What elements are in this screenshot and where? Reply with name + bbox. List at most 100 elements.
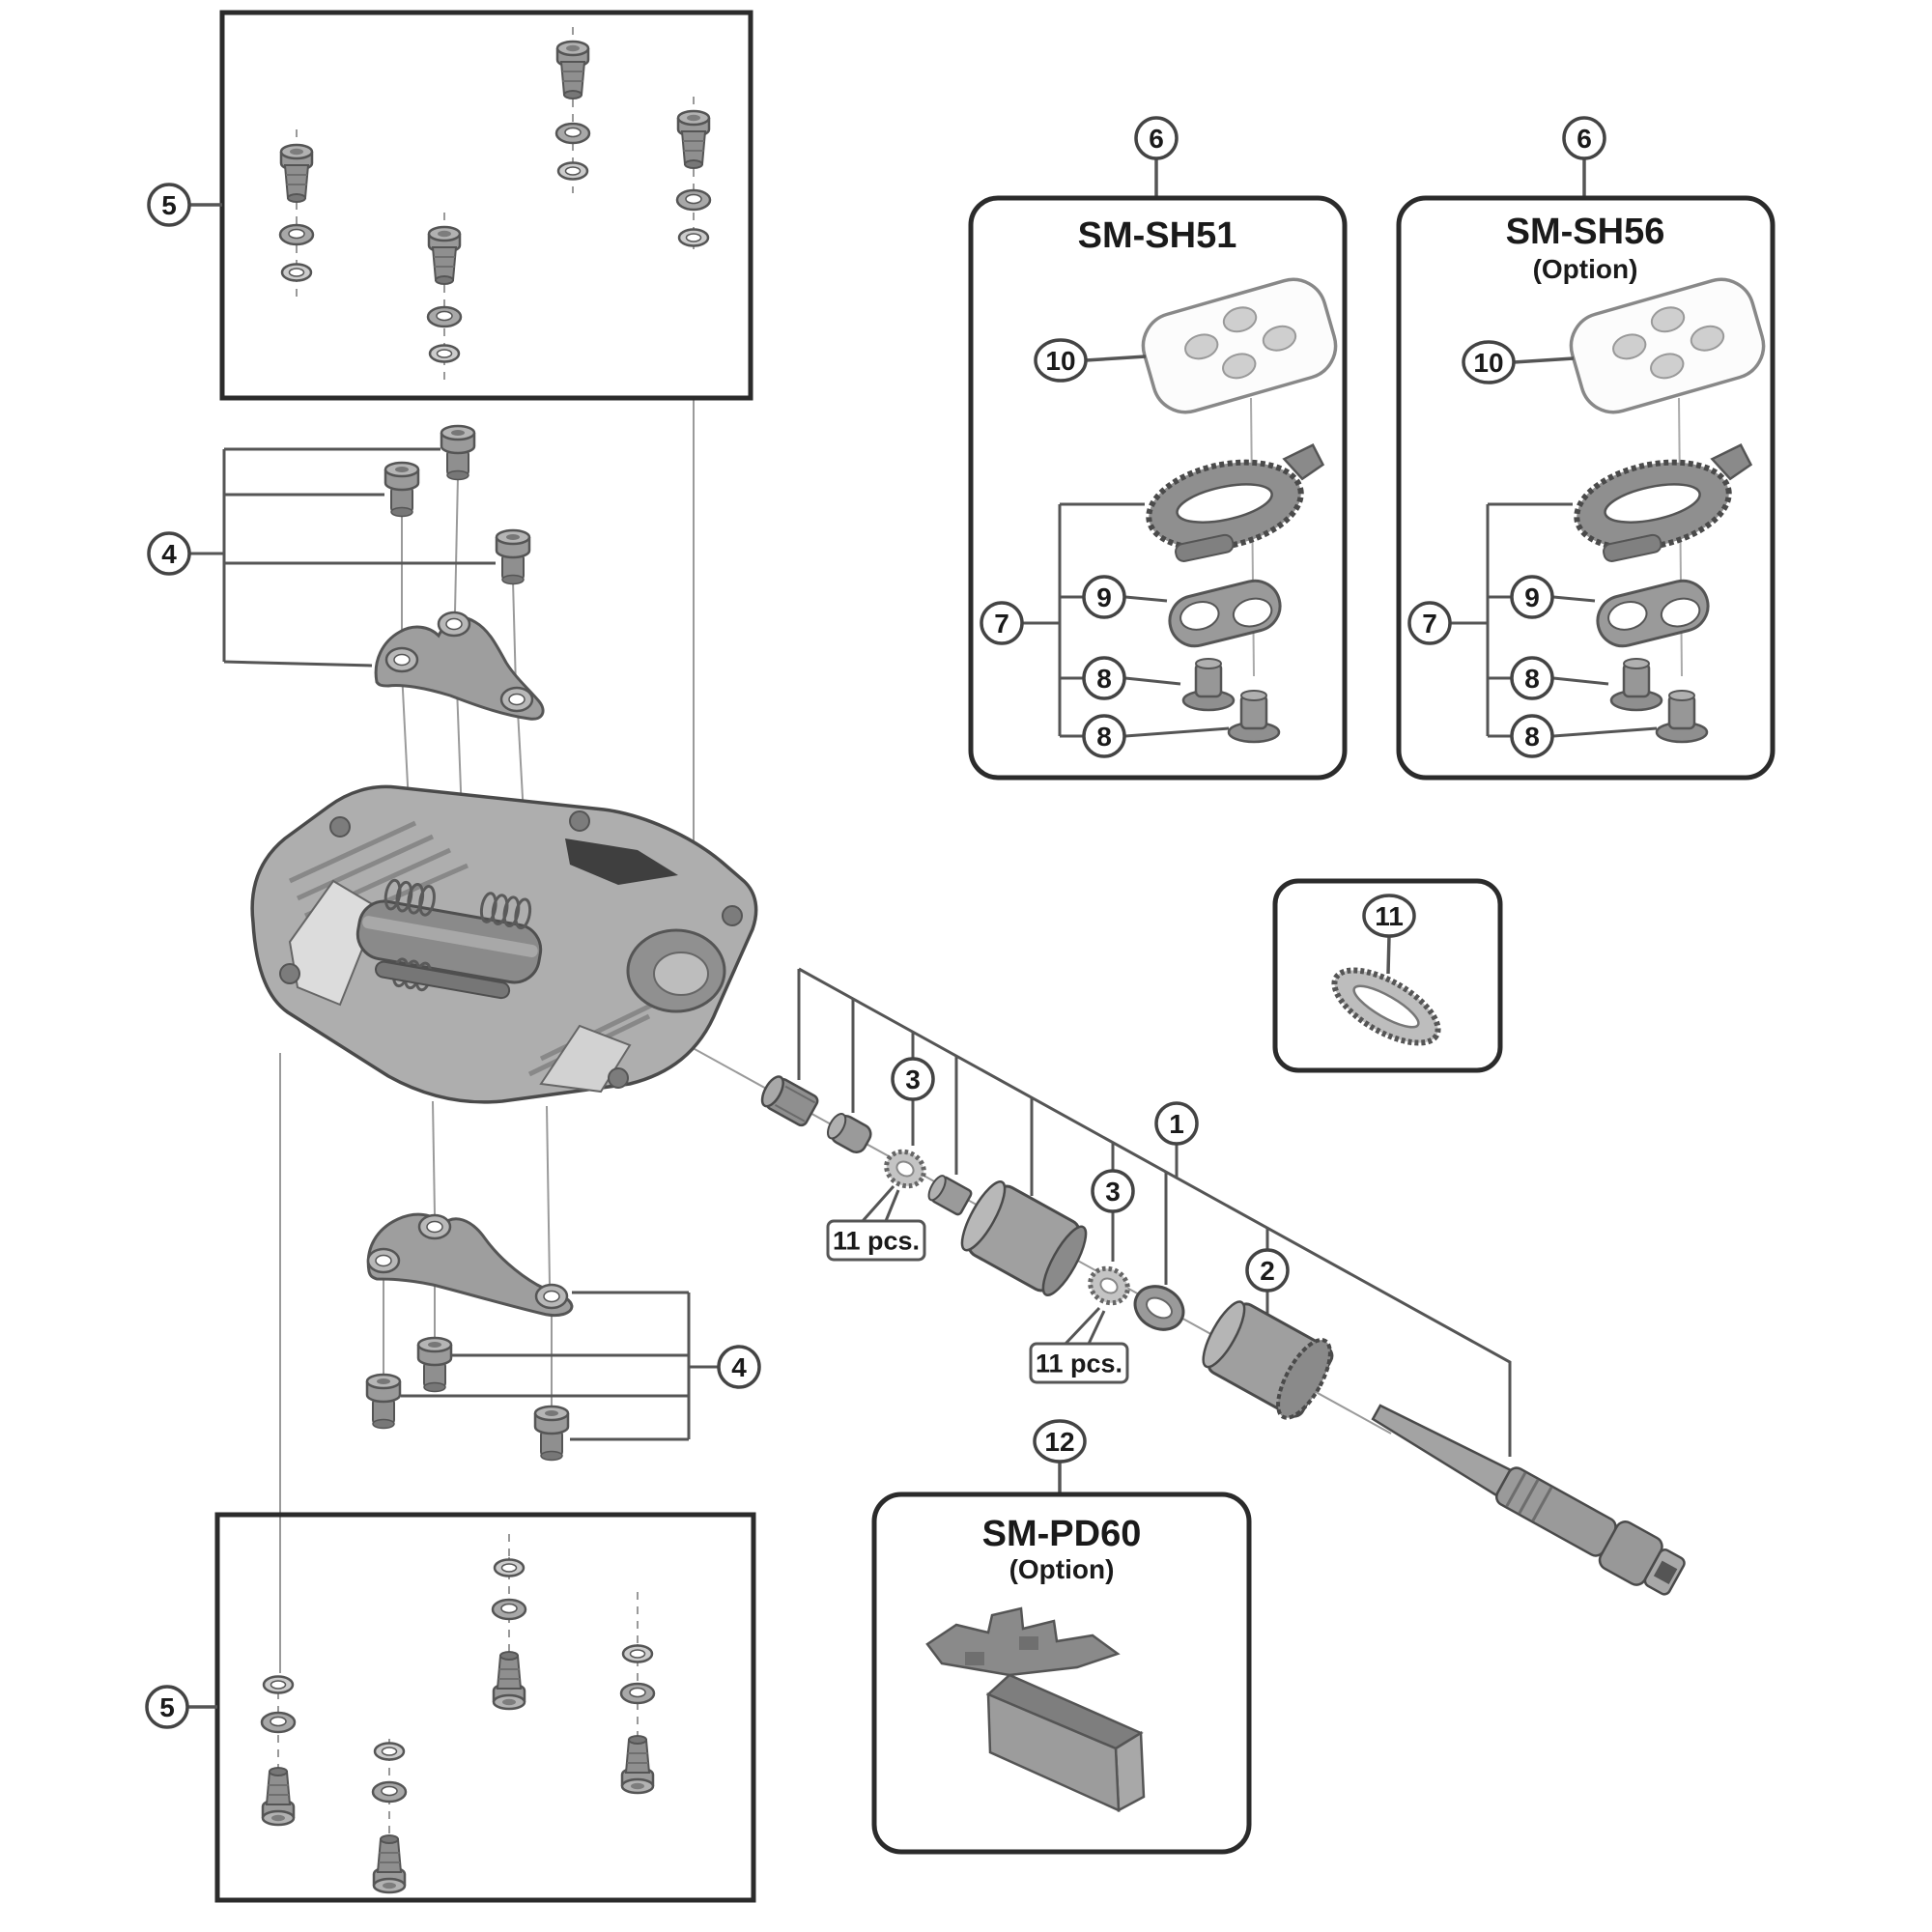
top-screw-box-frame — [219, 10, 753, 401]
callout-number: 11 — [1375, 901, 1404, 931]
callout-sh56-10: 10 — [1462, 340, 1516, 384]
callout-bottom-box-5: 5 — [145, 1685, 189, 1729]
seal-ring — [1331, 967, 1441, 1046]
callout-sh51-10: 10 — [1034, 338, 1088, 383]
callout-number: 6 — [1577, 124, 1592, 154]
sm-pd60-box: 12 SM-PD60 (Option) — [871, 1419, 1252, 1855]
axle-spacer — [927, 1175, 973, 1216]
ball-qty-left-text: 11 pcs. — [833, 1226, 920, 1255]
adapter-bolt-icon — [384, 461, 420, 518]
callout-sh51-9: 9 — [1082, 575, 1126, 619]
callout-top-box-5: 5 — [147, 183, 191, 227]
sm-sh51-box: 6 SM-SH51 10 9 — [968, 116, 1348, 781]
axle-locknut — [760, 1075, 819, 1127]
callout-number: 2 — [1260, 1256, 1275, 1286]
pin-washer-icon — [278, 223, 315, 246]
pin-washer-icon — [675, 188, 712, 212]
pin-oring-icon — [428, 344, 461, 363]
callout-sh51-8b: 8 — [1082, 714, 1126, 758]
sh51-cleat-nut-plate — [1141, 277, 1338, 414]
bottom-screw-box: 5 — [145, 1512, 756, 1903]
callout-number: 8 — [1524, 722, 1540, 752]
axle-cone — [826, 1113, 872, 1153]
adapter-bolt-icon — [495, 528, 531, 585]
axle-body-collar — [1202, 1300, 1334, 1420]
seal-box-frame — [1272, 878, 1503, 1073]
sh51-cleat-washer — [1168, 579, 1282, 648]
callout-number: 8 — [1096, 722, 1112, 752]
top-screw-box: 5 — [147, 10, 753, 401]
callout-seal-11: 11 — [1362, 894, 1416, 938]
sh56-subtitle: (Option) — [1533, 254, 1638, 284]
adapter-bolt-icon — [416, 1336, 453, 1393]
sh51-title: SM-SH51 — [1078, 215, 1237, 256]
pin-washer-icon — [426, 305, 463, 328]
adapter-bolt-icon — [533, 1405, 570, 1462]
callout-number: 3 — [1105, 1177, 1121, 1207]
callout-sh56-6: 6 — [1562, 116, 1606, 160]
axle-spindle — [1371, 1404, 1686, 1596]
pin-oring-icon — [280, 263, 313, 282]
callout-number: 7 — [1422, 609, 1437, 639]
sh56-cleat — [1574, 443, 1753, 562]
lower-adapter-plate — [366, 1212, 574, 1318]
axle-sleeve — [960, 1180, 1088, 1296]
pin-washer-icon — [260, 1711, 297, 1734]
callout-number: 4 — [161, 539, 177, 569]
pd60-reflector-bracket — [925, 1606, 1146, 1813]
pin-screw-icon — [261, 1766, 296, 1827]
callout-axle-body-2: 2 — [1245, 1248, 1290, 1293]
pin-oring-icon — [556, 161, 589, 181]
ball-qty-right-text: 11 pcs. — [1036, 1349, 1122, 1378]
pd60-box-frame — [871, 1492, 1252, 1855]
pin-oring-icon — [493, 1558, 526, 1577]
callout-sh56-7: 7 — [1407, 601, 1452, 645]
pin-washer-icon — [491, 1598, 527, 1621]
callout-number: 5 — [159, 1692, 175, 1722]
callout-number: 9 — [1524, 582, 1540, 612]
sm-sh56-box: 6 SM-SH56 (Option) 10 — [1396, 116, 1776, 781]
pedal-body — [250, 784, 758, 1104]
callout-number: 8 — [1524, 664, 1540, 694]
callout-sh56-8b: 8 — [1510, 714, 1554, 758]
axle-ring — [1133, 1285, 1185, 1331]
lower-adapter-group: 4 — [365, 1212, 761, 1462]
pin-washer-icon — [619, 1682, 656, 1705]
callout-sh51-6: 6 — [1134, 116, 1179, 160]
callout-number: 9 — [1096, 582, 1112, 612]
callout-number: 10 — [1473, 348, 1503, 378]
pedal-binding-plate — [565, 838, 678, 885]
pedal-cage-cutout — [539, 1024, 632, 1094]
callout-number: 7 — [994, 609, 1009, 639]
callout-number: 8 — [1096, 664, 1112, 694]
seal-box: 11 — [1272, 878, 1503, 1073]
sh51-cleat — [1146, 443, 1325, 562]
pin-oring-icon — [262, 1675, 295, 1694]
axle-unit-bracket — [797, 967, 1512, 1457]
callout-number: 12 — [1044, 1427, 1074, 1457]
callout-sh51-8a: 8 — [1082, 656, 1126, 700]
callout-sh51-7: 7 — [980, 601, 1024, 645]
callout-sh56-8a: 8 — [1510, 656, 1554, 700]
callout-number: 5 — [161, 190, 177, 220]
callout-number: 6 — [1149, 124, 1164, 154]
pd60-subtitle: (Option) — [1009, 1554, 1115, 1584]
pin-oring-icon — [373, 1742, 406, 1761]
callout-number: 10 — [1045, 346, 1075, 376]
bottom-screw-box-frame — [214, 1512, 756, 1903]
callout-pd60-12: 12 — [1033, 1419, 1087, 1463]
pin-oring-icon — [621, 1644, 654, 1663]
pd60-title: SM-PD60 — [982, 1514, 1142, 1554]
callout-lower-adapter-4: 4 — [717, 1345, 761, 1389]
callout-sh56-9: 9 — [1510, 575, 1554, 619]
ball-qty-right: 11 pcs. — [1029, 1306, 1129, 1384]
callout-retainer-3-right: 3 — [1091, 1169, 1135, 1213]
pin-washer-icon — [554, 122, 591, 145]
upper-adapter-group: 4 — [147, 424, 545, 721]
sh56-cleat-nut-plate — [1569, 277, 1766, 414]
callout-number: 1 — [1169, 1109, 1184, 1139]
adapter-bolt-icon — [440, 424, 476, 481]
pin-oring-icon — [677, 228, 710, 247]
